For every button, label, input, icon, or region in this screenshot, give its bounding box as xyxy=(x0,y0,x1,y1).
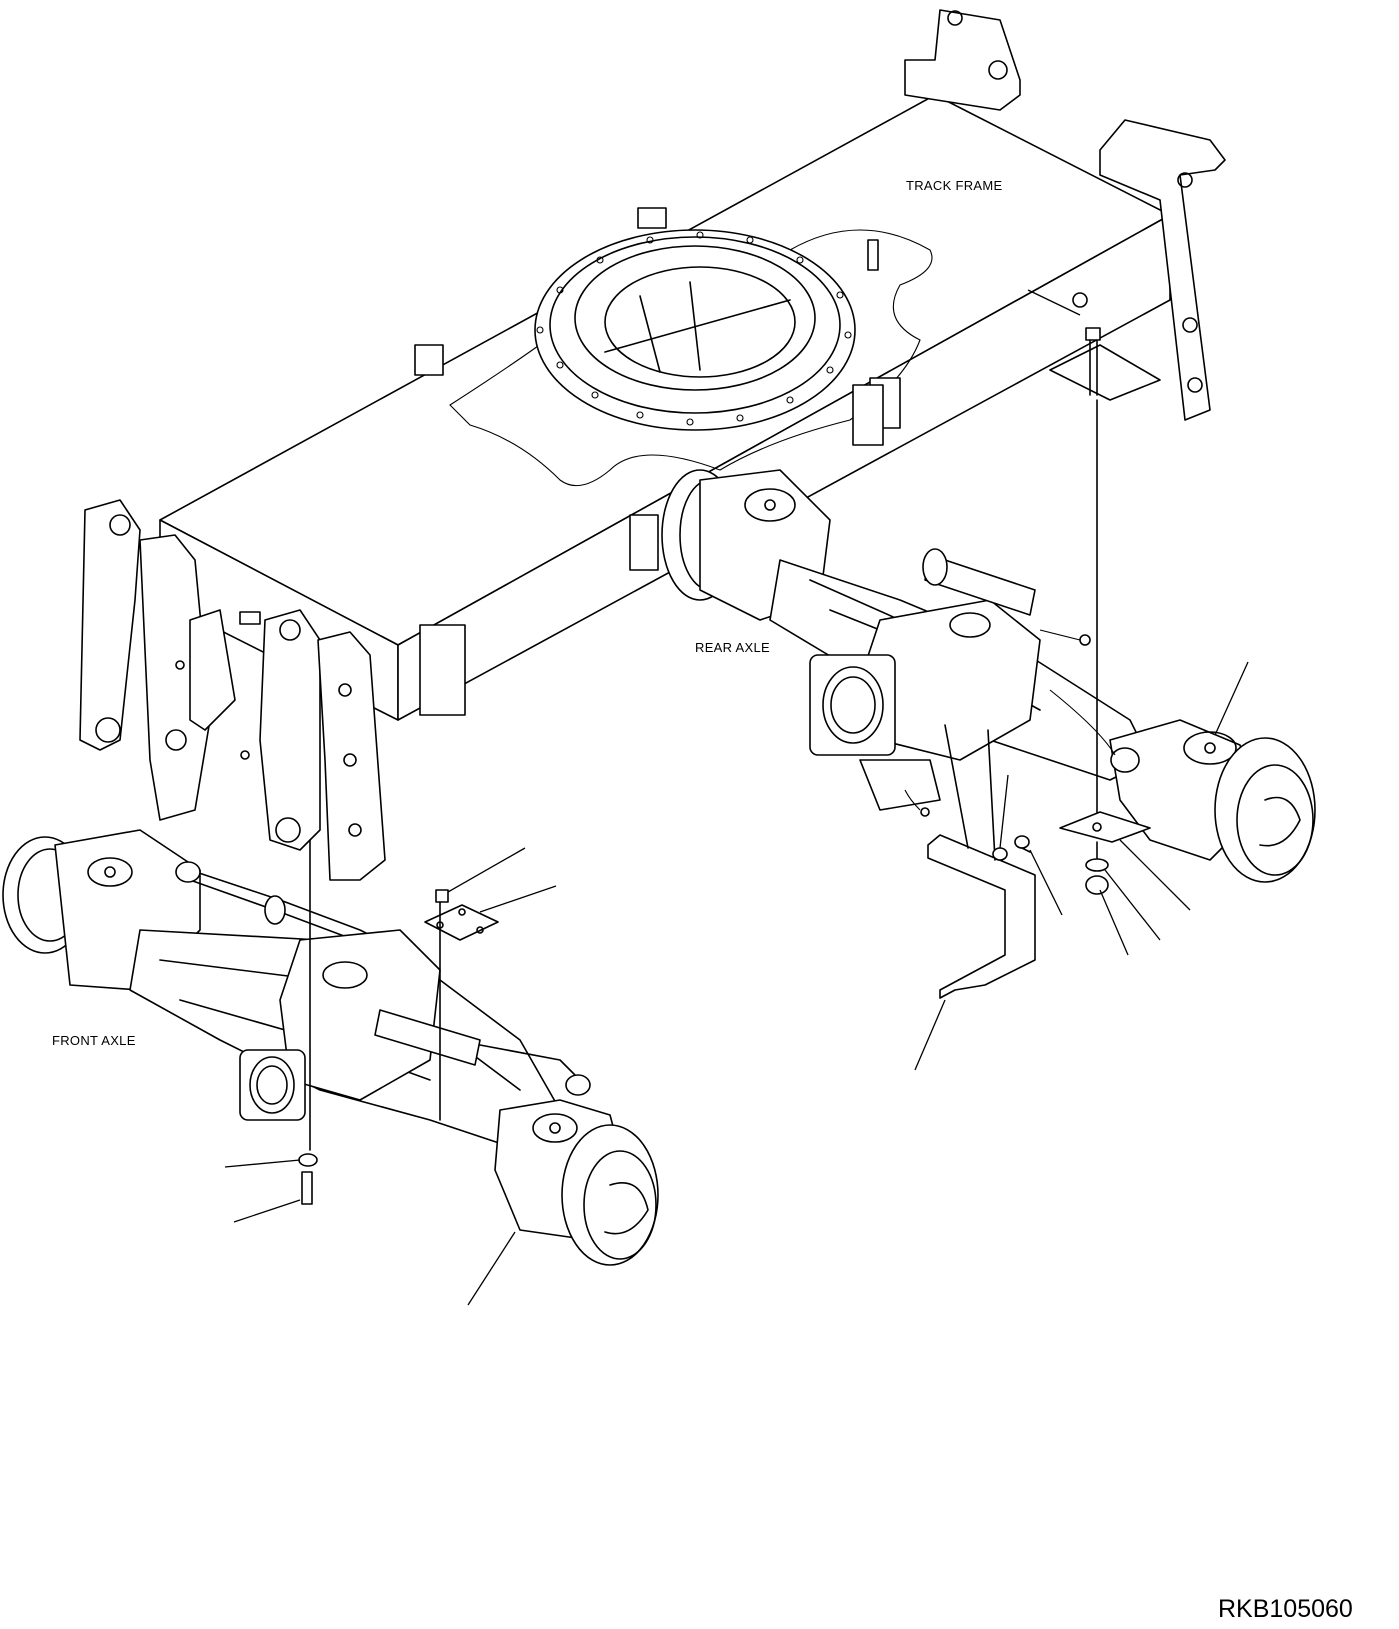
guard-bracket xyxy=(927,724,1036,999)
front-mount-hardware xyxy=(298,839,499,1205)
front-axle-label: FRONT AXLE xyxy=(52,1033,136,1048)
drawing-code: RKB105060 xyxy=(1218,1595,1353,1623)
rear-axle xyxy=(661,469,1316,883)
leader-lines xyxy=(224,289,1249,1306)
track-frame-label: TRACK FRAME xyxy=(906,178,1002,193)
track-frame xyxy=(79,9,1226,881)
rear-mount-hardware xyxy=(1059,399,1151,895)
front-axle xyxy=(2,829,659,1266)
rear-axle-label: REAR AXLE xyxy=(695,640,770,655)
